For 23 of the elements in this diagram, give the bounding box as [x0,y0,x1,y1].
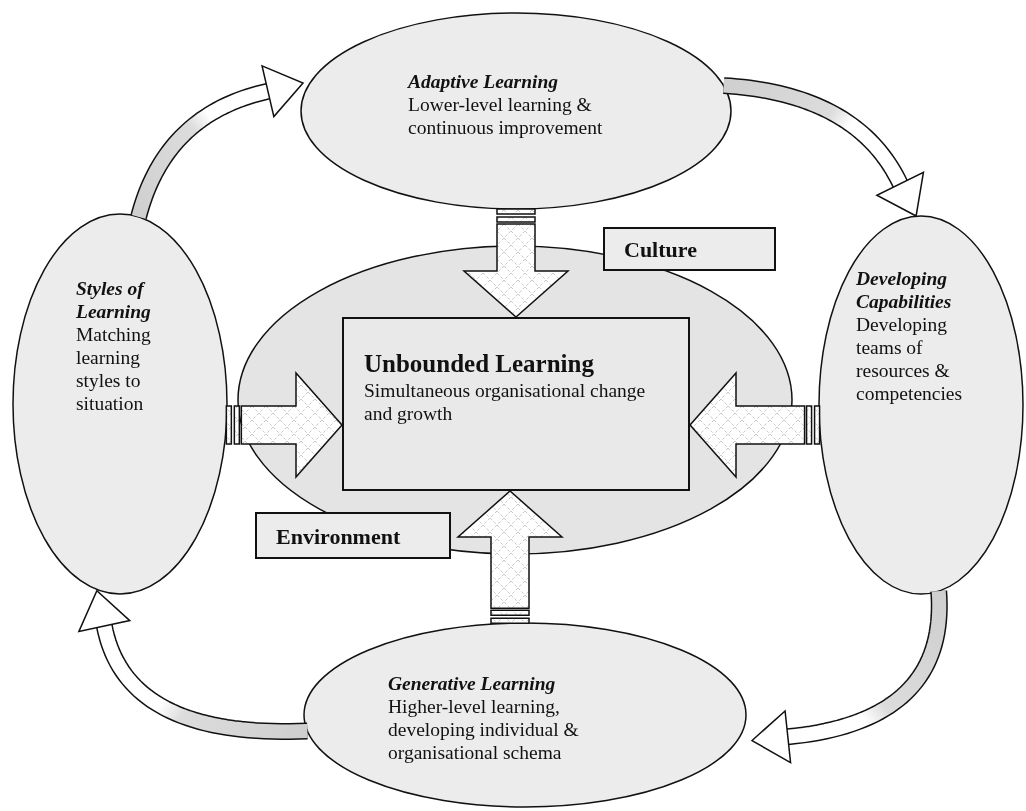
label-box [603,227,776,271]
node-title: Generative Learning [388,672,557,695]
node-title: Styles of Learning [76,277,152,323]
node-title: Adaptive Learning [408,70,560,93]
block-arrow [462,208,570,318]
node-text: Higher-level learning, developing individual & organisational schema [388,695,580,764]
curved-arrow [721,77,925,217]
curved-arrow [130,65,304,221]
curved-arrow [78,590,308,740]
node-text: Developing teams of resources & competencies [856,313,964,405]
node-title: Developing Capabilities [856,267,953,313]
label-box [255,512,451,559]
process-box [342,317,690,491]
box-label: Culture [624,237,698,263]
node-text: Matching learning styles to situation [76,323,152,415]
node-text: Lower-level learning & continuous improvement [408,93,604,139]
block-arrow [689,371,821,479]
curved-arrow [751,589,948,764]
node-title: Unbounded Learning [364,349,595,379]
node-text: Simultaneous organisational change and growth [364,378,647,425]
block-arrow [456,490,564,624]
box-label: Environment [276,524,402,550]
block-arrow [225,371,343,479]
